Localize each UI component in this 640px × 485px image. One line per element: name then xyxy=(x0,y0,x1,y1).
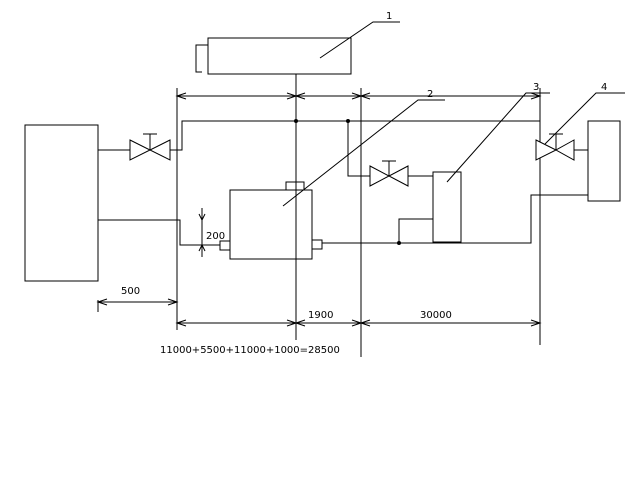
callout-2: 2 xyxy=(427,89,433,100)
dim-30000-label: 30000 xyxy=(420,310,452,321)
valve-left xyxy=(129,133,171,161)
dim-formula-label: 11000+5500+11000+1000=28500 xyxy=(160,345,340,356)
vessel-2 xyxy=(229,189,313,260)
unit-3 xyxy=(432,171,462,243)
vessel-2-top-nozzle xyxy=(285,181,305,191)
arrowhead xyxy=(167,298,179,306)
pipe-top-header xyxy=(170,120,540,151)
arrowhead xyxy=(359,92,371,100)
arrowhead xyxy=(175,92,187,100)
left-unit xyxy=(24,124,99,282)
callout-4: 4 xyxy=(601,82,607,93)
arrowhead xyxy=(198,213,206,222)
dim-1900-label: 1900 xyxy=(308,310,333,321)
arrowhead xyxy=(198,243,206,252)
pipe-branch-to-valve xyxy=(347,121,370,177)
arrowhead xyxy=(530,319,542,327)
right-unit xyxy=(587,120,621,202)
leader-2 xyxy=(282,99,445,207)
arrowhead xyxy=(359,319,371,327)
pipe-return-line xyxy=(322,194,588,244)
junction-dot xyxy=(397,241,401,245)
arrowhead xyxy=(294,319,306,327)
callout-3: 3 xyxy=(533,82,539,93)
tank-1 xyxy=(207,37,352,75)
valve-middle xyxy=(369,160,409,187)
callout-1: 1 xyxy=(386,11,392,22)
leader-4 xyxy=(544,92,625,145)
vessel-2-right-nozzle xyxy=(311,239,323,250)
pipe-unit3-to-return xyxy=(398,218,433,243)
dim-200-label: 200 xyxy=(206,231,225,242)
junction-dot xyxy=(294,119,298,123)
leader-3 xyxy=(446,92,550,183)
dim-500-label: 500 xyxy=(121,286,140,297)
arrowhead xyxy=(175,319,187,327)
junction-dot xyxy=(346,119,350,123)
arrowhead xyxy=(294,92,306,100)
vessel-2-left-nozzle xyxy=(219,240,231,251)
pipe-left-to-vessel xyxy=(98,219,220,246)
arrowhead xyxy=(96,298,108,306)
valve-4 xyxy=(535,133,575,161)
tank-1-outlet xyxy=(195,44,208,73)
leader-1 xyxy=(319,21,400,59)
arrowhead xyxy=(530,92,542,100)
